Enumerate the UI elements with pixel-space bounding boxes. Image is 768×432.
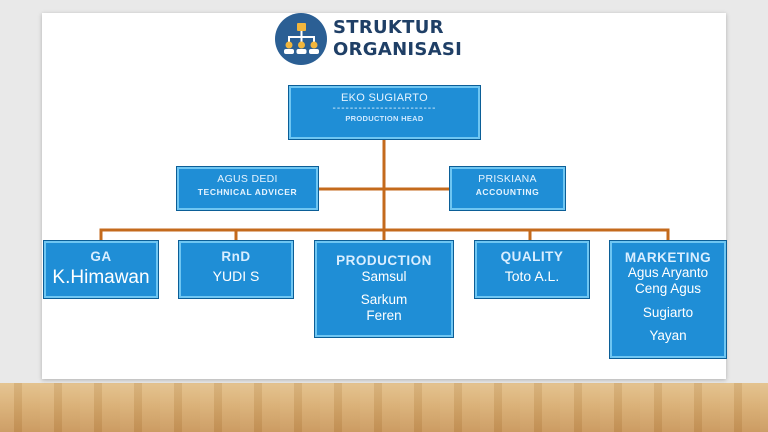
staff-name: Sugiarto xyxy=(642,305,694,320)
department-name: QUALITY xyxy=(500,249,564,264)
department-name: GA xyxy=(90,249,112,264)
wooden-floor-background xyxy=(0,383,768,432)
org-chart-icon xyxy=(275,13,327,65)
advisor-name: PRISKIANA xyxy=(478,173,537,185)
advisor-role: TECHNICAL ADVICER xyxy=(197,187,298,197)
department-name: MARKETING xyxy=(624,250,712,265)
department-name: PRODUCTION xyxy=(336,253,432,268)
head-name: EKO SUGIARTO xyxy=(341,92,428,104)
page-title-line-2: ORGANISASI xyxy=(333,39,463,60)
department-box-quality: QUALITY Toto A.L. xyxy=(474,240,590,299)
department-name: RnD xyxy=(221,249,251,264)
department-box-marketing: MARKETING Agus Aryanto Ceng Agus Sugiart… xyxy=(609,240,727,359)
staff-name: Feren xyxy=(366,308,402,323)
staff-name: Agus Aryanto xyxy=(627,265,709,280)
advisor-role: ACCOUNTING xyxy=(475,187,540,197)
staff-name: Samsul xyxy=(361,269,407,284)
staff-name: Yayan xyxy=(649,328,687,343)
department-box-production: PRODUCTION Samsul Sarkum Feren xyxy=(314,240,454,338)
staff-name: Toto A.L. xyxy=(504,268,560,284)
head-role: PRODUCTION HEAD xyxy=(345,114,424,123)
staff-name: Ceng Agus xyxy=(634,281,702,296)
department-box-ga: GA K.Himawan xyxy=(43,240,159,299)
page-title-line-1: STRUKTUR xyxy=(333,17,444,38)
department-box-rnd: RnD YUDI S xyxy=(178,240,294,299)
advisor-box-technical: AGUS DEDI TECHNICAL ADVICER xyxy=(176,166,319,211)
staff-name: Sarkum xyxy=(360,292,408,307)
staff-name: K.Himawan xyxy=(52,267,150,288)
advisor-box-accounting: PRISKIANA ACCOUNTING xyxy=(449,166,566,211)
advisor-name: AGUS DEDI xyxy=(217,173,278,185)
head-box: EKO SUGIARTO ------------------------ PR… xyxy=(288,85,481,140)
head-separator: ------------------------ xyxy=(332,103,437,114)
staff-name: YUDI S xyxy=(212,268,260,284)
